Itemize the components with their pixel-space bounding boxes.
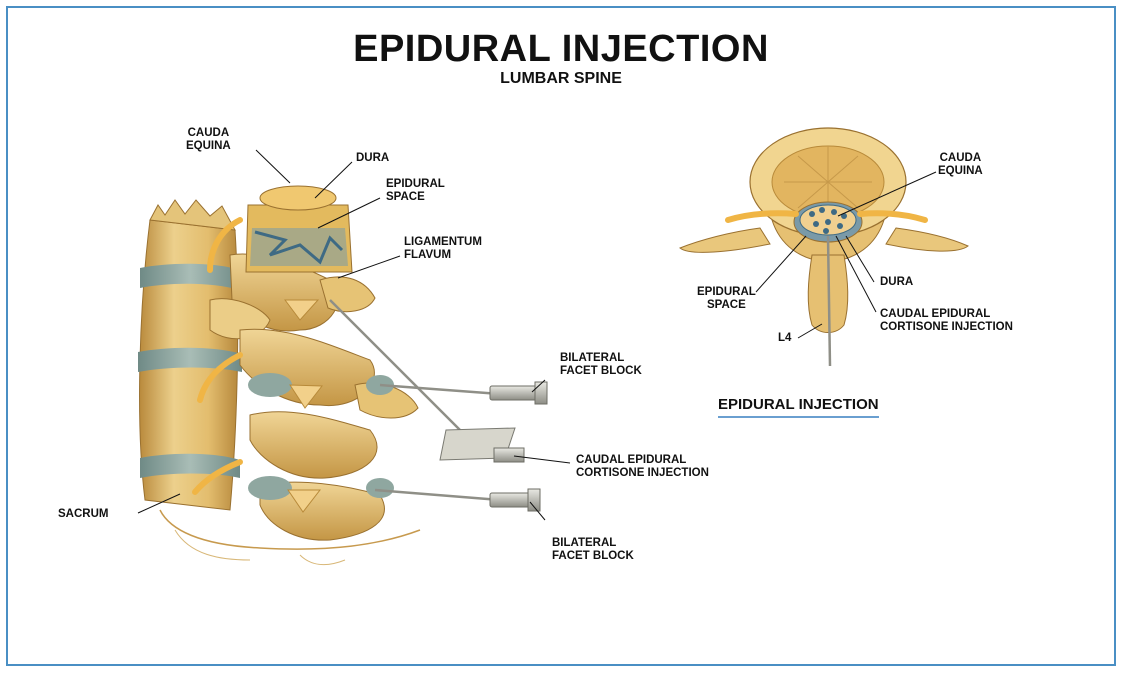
label-epidural-space-right: EPIDURAL SPACE <box>697 286 756 312</box>
label-dura-right: DURA <box>880 276 913 289</box>
label-caudal-epidural-left: CAUDAL EPIDURAL CORTISONE INJECTION <box>576 454 709 480</box>
label-ligamentum-flavum: LIGAMENTUM FLAVUM <box>404 236 482 262</box>
label-cauda-equina-right: CAUDA EQUINA <box>938 152 983 178</box>
label-dura-left: DURA <box>356 152 389 165</box>
label-cauda-equina-left: CAUDA EQUINA <box>186 127 231 153</box>
label-epidural-space-left: EPIDURAL SPACE <box>386 178 445 204</box>
label-caudal-epidural-right: CAUDAL EPIDURAL CORTISONE INJECTION <box>880 308 1013 334</box>
label-bilateral-facet-block-bottom: BILATERAL FACET BLOCK <box>552 537 634 563</box>
label-bilateral-facet-block-top: BILATERAL FACET BLOCK <box>560 352 642 378</box>
section-title: EPIDURAL INJECTION <box>718 396 879 418</box>
lumbar-spine-figure <box>138 186 420 565</box>
label-sacrum: SACRUM <box>58 508 108 521</box>
label-l4: L4 <box>778 332 791 345</box>
